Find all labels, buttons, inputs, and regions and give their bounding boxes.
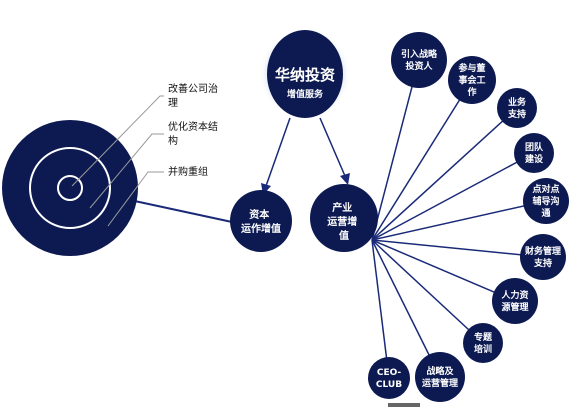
service-nodes: 引入战略投资人参与董事会工作业务支持团队建设点对点辅导沟通财务管理支持人力资源管… [368,32,569,402]
service-line-3 [371,152,535,241]
target-middle-ring [29,147,111,229]
service-label-line: 支持 [507,108,526,120]
service-label-line: 通 [541,207,550,219]
industry-arrowhead [340,173,350,185]
service-label-7: 专题培训 [474,331,493,355]
service-label-9: CEO- CLUB [376,368,402,390]
service-label-5: 财务管理支持 [524,245,561,269]
hub-node: 华纳投资 增值服务 [259,28,351,120]
service-line-6 [371,239,516,302]
hub-to-industry-arrow [319,117,346,177]
hub-circle [267,30,343,118]
industry-circle [310,184,378,252]
target-outer-ring [2,120,138,256]
service-label-line: 业务 [508,96,527,108]
hub-title: 华纳投资 [275,66,335,84]
service-circle-8 [415,352,465,402]
service-circle-7 [463,323,503,363]
service-label-0: 引入战略投资人 [401,48,438,72]
service-line-7 [371,239,484,344]
service-label-line: CEO- [377,368,402,378]
target-to-capital-line [129,199,233,223]
label-mna: 并购重组 [168,165,208,178]
industry-label: 产业 运营增 值 [327,201,360,242]
service-label-line: 建设 [525,153,544,165]
service-label-line: 点对点 [532,183,559,195]
service-node-8: 战略及运营管理 [415,352,465,402]
label-capital-structure: 优化资本结 构 [168,120,221,147]
service-circle-9 [368,357,410,399]
service-label-1: 参与董事会工作 [458,62,485,98]
service-circle-4 [523,178,569,224]
service-label-line: 源管理 [501,301,528,313]
service-line-8 [371,239,441,378]
callout-line-mna [107,171,164,227]
service-label-8: 战略及运营管理 [422,365,458,389]
service-label-4: 点对点辅导沟通 [532,183,559,219]
service-node-2: 业务支持 [497,88,537,128]
service-circle-1 [448,56,496,104]
service-node-9: CEO- CLUB [368,357,410,399]
target-callouts [71,95,164,227]
hub-subtitle: 增值服务 [287,88,324,100]
service-label-line: 财务管理 [524,245,561,257]
service-label-line: 人力资 [500,289,528,301]
capital-circle [230,190,292,252]
capital-node: 资本 运作增值 [230,190,292,252]
service-label-line: CLUB [376,380,402,390]
service-circle-6 [492,278,538,324]
hub-to-capital-arrow [265,117,291,187]
service-circle-5 [520,234,566,280]
service-node-7: 专题培训 [463,323,503,363]
label-governance: 改善公司治 理 [168,82,221,109]
service-fan-lines [371,59,547,379]
service-circle-3 [514,133,554,173]
target-inner-ring [57,175,83,201]
service-label-line: 引入战略 [401,48,438,60]
service-node-5: 财务管理支持 [520,234,566,280]
service-line-1 [371,79,473,241]
bottom-accent-bar [388,403,420,407]
target-circles [2,120,138,256]
service-line-2 [371,107,518,241]
service-line-0 [371,59,420,241]
service-circle-2 [497,88,537,128]
service-node-6: 人力资源管理 [492,278,538,324]
service-label-line: 支持 [533,257,552,269]
service-label-line: 参与董 [458,62,485,74]
service-label-line: 培训 [474,343,492,355]
service-node-3: 团队建设 [514,133,554,173]
callout-line-capital-structure [89,133,164,209]
service-label-line: 运营管理 [422,377,458,389]
service-label-line: 专题 [474,331,493,343]
service-label-line: 事会工 [458,74,485,86]
service-line-5 [371,239,544,258]
connector-lines [129,59,547,379]
service-node-0: 引入战略投资人 [391,32,447,88]
service-node-4: 点对点辅导沟通 [523,178,569,224]
service-label-line: 团队 [525,141,544,153]
service-label-line: 战略及 [426,365,454,377]
service-node-1: 参与董事会工作 [448,56,496,104]
industry-node: 产业 运营增 值 [310,184,378,252]
service-label-line: 辅导沟 [532,195,559,207]
target-labels: 改善公司治 理 优化资本结 构 并购重组 [168,82,221,178]
service-line-9 [371,239,390,379]
callout-line-governance [71,95,164,187]
service-label-line: 投资人 [405,60,433,72]
service-label-3: 团队建设 [525,141,544,165]
capital-label: 资本 运作增值 [241,208,281,235]
service-label-line: 作 [467,86,476,98]
service-line-4 [371,200,547,241]
service-circle-0 [391,32,447,88]
service-label-6: 人力资源管理 [500,289,528,313]
service-label-2: 业务支持 [507,96,527,120]
